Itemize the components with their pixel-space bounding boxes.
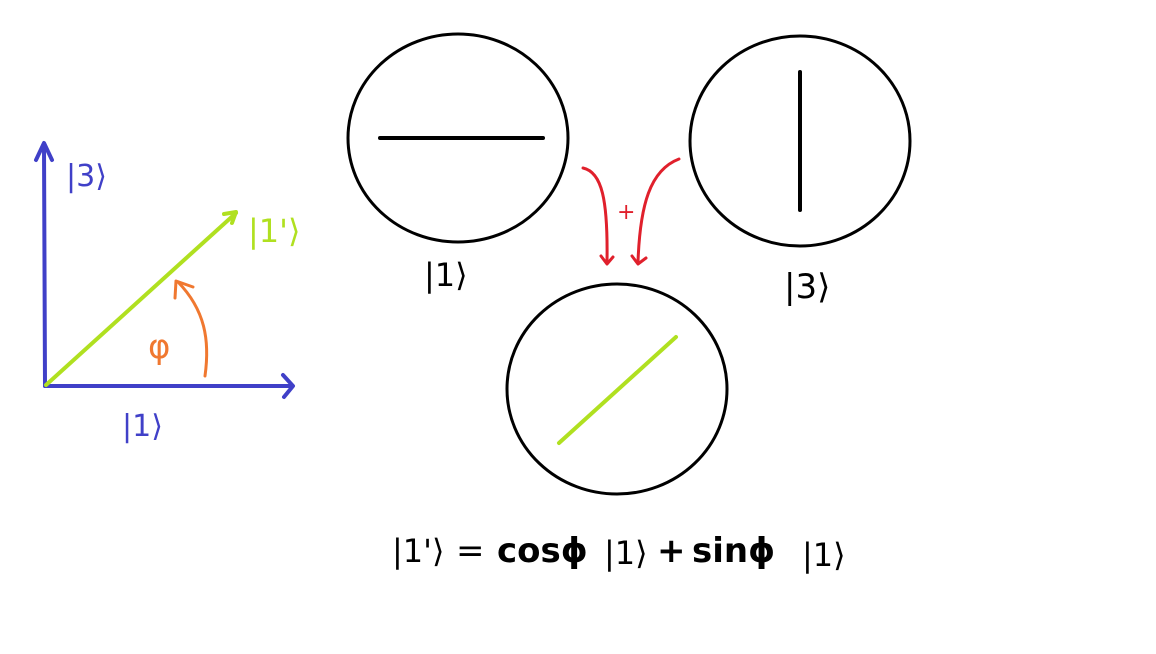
coordinate-system: |3⟩ |1⟩ |1'⟩ φ bbox=[34, 141, 300, 444]
combine-arrows: + bbox=[581, 157, 681, 266]
y-axis-arrowhead-icon bbox=[34, 141, 54, 162]
right-red-arrow bbox=[636, 157, 681, 264]
circle-outline bbox=[688, 34, 912, 248]
superposition-formula: |1'⟩ = cosϕ |1⟩ + sinϕ |1⟩ bbox=[392, 531, 846, 574]
circle-outline bbox=[505, 282, 729, 496]
rotated-vector bbox=[44, 211, 238, 387]
state-circle-diagonal bbox=[505, 282, 729, 496]
state-circle-horizontal: |1⟩ bbox=[346, 32, 570, 294]
left-red-arrow bbox=[581, 166, 609, 264]
rotated-vector-arrowhead-icon bbox=[222, 210, 238, 225]
formula-ket-two: |1⟩ bbox=[802, 536, 846, 574]
vector-label: |1'⟩ bbox=[248, 212, 300, 250]
formula-ket-one: |1⟩ bbox=[604, 534, 648, 572]
state-circle-vertical: |3⟩ bbox=[688, 34, 912, 307]
left-red-arrowhead-icon bbox=[599, 254, 615, 266]
right-red-arrowhead-icon bbox=[630, 254, 648, 266]
formula-sin-term: sinϕ bbox=[692, 531, 775, 571]
angle-arc-arrowhead-icon bbox=[173, 279, 195, 300]
state-label-left: |1⟩ bbox=[424, 256, 468, 294]
formula-plus: + bbox=[657, 531, 686, 571]
circle-outline bbox=[346, 32, 570, 244]
state-label-right: |3⟩ bbox=[784, 267, 830, 307]
formula-lhs: |1'⟩ bbox=[392, 532, 444, 570]
x-axis-arrowhead-icon bbox=[281, 373, 295, 399]
diagonal-line bbox=[557, 335, 678, 445]
formula-equals: = bbox=[456, 531, 485, 571]
formula-cos-term: cosϕ bbox=[497, 531, 588, 571]
angle-label: φ bbox=[148, 327, 170, 367]
y-axis-label: |3⟩ bbox=[66, 159, 107, 194]
y-axis bbox=[42, 144, 47, 388]
plus-sign: + bbox=[617, 200, 635, 225]
x-axis-label: |1⟩ bbox=[122, 409, 163, 444]
angle-arc bbox=[176, 280, 209, 378]
